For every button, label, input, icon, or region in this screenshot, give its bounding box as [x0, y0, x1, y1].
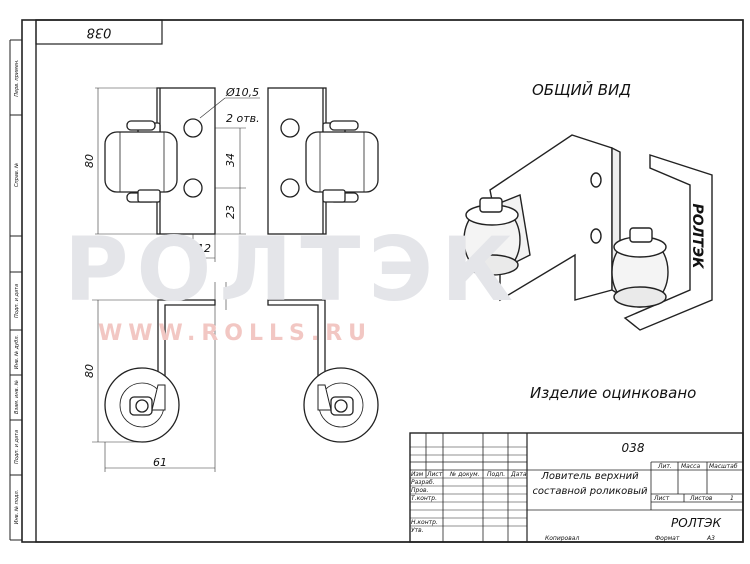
side-labels: Перв. примен. Справ. № Подп. и дата Инв.… [14, 59, 20, 524]
zinc-note: Изделие оцинковано [530, 384, 696, 402]
label-scale: Масштаб [709, 463, 738, 470]
row-nkontr: Н.контр. [411, 519, 438, 526]
side-label-6: Подп. и дата [14, 430, 20, 464]
side-label-5: Взам. инв. № [14, 380, 20, 414]
side-dims [92, 282, 227, 472]
dim-hole: Ø10,5 [225, 86, 259, 99]
side-label-3: Подп. и дата [14, 284, 20, 318]
row-tkontr: Т.контр. [411, 495, 437, 502]
col-list: Лист [426, 471, 443, 478]
side-view-right [267, 299, 379, 443]
side-label-7: Инв. № подл. [14, 490, 20, 525]
side-view-left [104, 299, 216, 443]
dim-width: 61 [153, 456, 167, 469]
col-doc: № докум. [449, 471, 480, 478]
title-block-code: 038 [622, 441, 645, 455]
title-block [409, 432, 744, 543]
side-label-4: Инв. № дубл. [14, 335, 20, 369]
isometric-view [463, 134, 713, 331]
side-label-1: Перв. примен. [14, 59, 20, 97]
title-block-name-2: составной роликовый [532, 486, 648, 497]
label-sheet: Лист [653, 495, 670, 502]
row-prov: Пров. [411, 487, 429, 494]
sheets-value: 1 [730, 495, 734, 502]
watermark-brand: РОЛТЭК [64, 218, 521, 321]
label-lit: Лит. [657, 463, 672, 470]
label-mass: Масса [681, 463, 700, 470]
dim-spacing: 34 [224, 153, 237, 167]
dim-thickness: 3 [224, 287, 237, 294]
title-block-company: РОЛТЭК [671, 516, 721, 530]
top-code-box: 038 [35, 19, 163, 45]
dim-holes-count: 2 отв. [226, 112, 260, 125]
top-code-text: 038 [87, 25, 112, 40]
col-izm: Изм [411, 471, 424, 478]
label-format: Формат [655, 535, 680, 542]
col-sign: Подп. [487, 471, 505, 478]
side-label-2: Справ. № [14, 163, 20, 187]
front-dims [95, 87, 260, 262]
front-view [104, 87, 216, 235]
dim-bottom: 23 [224, 205, 237, 219]
title-block-name-1: Ловитель верхний [540, 471, 639, 482]
row-razrab: Разраб. [411, 479, 435, 486]
general-view-title: ОБЩИЙ ВИД [532, 80, 631, 99]
front-view-mirror [267, 87, 379, 235]
dim-flange: 12 [197, 242, 211, 255]
label-copied: Копировал [545, 535, 579, 542]
col-date: Дата [510, 471, 527, 478]
inner-frame [35, 19, 744, 543]
row-utv: Утв. [411, 527, 424, 534]
product-brand-label: РОЛТЭК [689, 203, 705, 269]
dim-height: 80 [83, 154, 96, 168]
format-value: А3 [706, 535, 715, 542]
label-sheets: Листов [689, 495, 713, 502]
dim-height-2: 80 [83, 364, 96, 378]
side-columns [9, 39, 22, 541]
watermark-url: WWW.ROLLS.RU [98, 321, 372, 346]
